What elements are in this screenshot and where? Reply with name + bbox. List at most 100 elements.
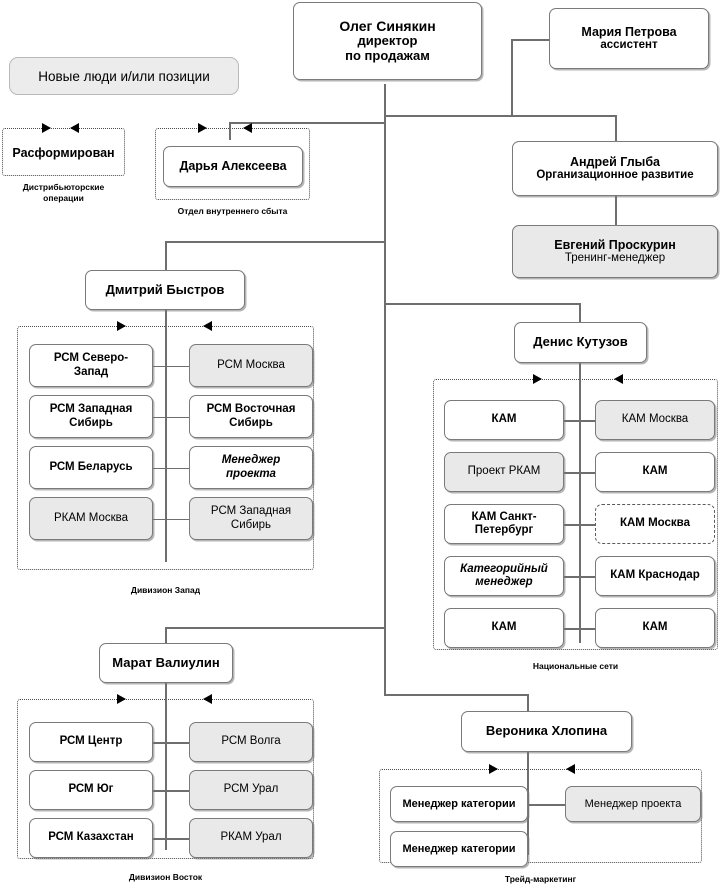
node-disbanded-label: Расформирован <box>12 145 115 160</box>
connector-east-spine <box>165 683 167 850</box>
national-left-box-1[interactable]: КАМ <box>444 400 564 440</box>
node-ceo-title-line1: директор <box>357 33 418 49</box>
connector-west-drop <box>165 241 167 270</box>
west-left-box-1[interactable]: РСМ Северо-Запад <box>29 344 153 387</box>
connector-internal-sales-drop <box>229 122 231 140</box>
national-right-box-5[interactable]: КАМ <box>595 608 715 648</box>
group-internal-sales-arrow-out-icon <box>243 123 252 133</box>
national-right-box-3[interactable]: КАМ Москва <box>595 504 715 544</box>
west-right-box-1-label: РСМ Москва <box>217 358 285 371</box>
east-right-box-2-label: РСМ Урал <box>223 783 279 796</box>
west-left-box-1-label: Запад <box>73 365 109 378</box>
node-national-head[interactable]: Денис Кутузов <box>514 322 647 363</box>
east-left-box-3-connector <box>153 838 165 840</box>
group-east-arrow-out-icon <box>203 694 212 704</box>
connector-national-drop <box>579 303 581 323</box>
west-left-box-1-label: РСМ Северо- <box>53 352 129 365</box>
node-internal-sales-manager[interactable]: Дарья Алексеева <box>163 146 303 187</box>
east-right-box-1-connector <box>165 742 189 744</box>
national-left-box-3[interactable]: КАМ Санкт-Петербург <box>444 504 564 544</box>
group-distribution-label: Дистрибьюторские операции <box>2 182 125 203</box>
group-east-arrow-in-icon <box>117 694 126 704</box>
node-west-head[interactable]: Дмитрий Быстров <box>85 270 245 310</box>
west-right-box-1[interactable]: РСМ Москва <box>189 344 313 387</box>
trade-right-box-1[interactable]: Менеджер проекта <box>565 786 701 822</box>
national-right-box-1-connector <box>579 420 595 422</box>
group-distribution-label-line2: операции <box>43 192 84 203</box>
group-trade-label: Трейд-маркетинг <box>504 874 577 884</box>
national-right-box-5-connector <box>579 628 595 630</box>
national-left-box-5[interactable]: КАМ <box>444 608 564 648</box>
group-trade-arrow-in-icon <box>489 764 498 774</box>
node-assistant[interactable]: Мария Петрова ассистент <box>549 8 709 69</box>
node-trade-head[interactable]: Вероника Хлопина <box>461 711 632 752</box>
connector-east-drop <box>165 627 167 654</box>
east-right-box-2[interactable]: РСМ Урал <box>189 770 313 810</box>
west-right-box-4-connector <box>165 518 189 521</box>
east-left-box-3-label: РСМ Казахстан <box>48 831 134 844</box>
national-left-box-1-connector <box>564 420 579 422</box>
national-right-box-1[interactable]: КАМ Москва <box>595 400 715 440</box>
east-right-box-3-label: РКАМ Урал <box>220 831 282 844</box>
east-left-box-1-connector <box>153 742 165 744</box>
east-right-box-1[interactable]: РСМ Волга <box>189 722 313 762</box>
national-left-box-2[interactable]: Проект РКАМ <box>444 452 564 492</box>
west-right-box-3-label: проекта <box>226 467 276 480</box>
trade-right-box-1-connector <box>527 804 565 806</box>
group-distribution-arrow-out-icon <box>70 123 79 133</box>
node-east-head[interactable]: Марат Валиулин <box>99 643 233 683</box>
east-left-box-1[interactable]: РСМ Центр <box>29 722 153 762</box>
node-disbanded[interactable]: Расформирован <box>2 134 125 172</box>
west-left-box-2-connector <box>153 416 165 419</box>
node-training-manager-title: Тренинг-менеджер <box>564 252 666 265</box>
national-left-box-1-label: КАМ <box>491 413 517 426</box>
node-ceo[interactable]: Олег Синякин директор по продажам <box>293 2 482 80</box>
west-left-box-3[interactable]: РСМ Беларусь <box>29 446 153 489</box>
national-right-box-5-label: КАМ <box>642 621 668 634</box>
node-training-manager[interactable]: Евгений Проскурин Тренинг-менеджер <box>512 225 718 278</box>
group-east-label: Дивизион Восток <box>128 872 203 882</box>
national-left-box-5-connector <box>564 628 579 630</box>
connector-to-east <box>165 627 385 629</box>
node-org-development-name: Андрей Глыба <box>569 154 660 169</box>
east-left-box-2-connector <box>153 790 165 792</box>
connector-west-spine <box>165 310 167 562</box>
national-left-box-4-connector <box>564 576 579 578</box>
node-org-development-title: Организационное развитие <box>536 169 694 182</box>
connector-to-trade <box>384 694 528 696</box>
node-training-manager-name: Евгений Проскурин <box>554 237 676 252</box>
trade-left-box-1[interactable]: Менеджер категории <box>390 786 528 822</box>
west-left-box-4[interactable]: РКАМ Москва <box>29 497 153 540</box>
group-west-label: Дивизион Запад <box>130 585 201 595</box>
national-right-box-1-label: КАМ Москва <box>621 413 689 426</box>
trade-left-box-2[interactable]: Менеджер категории <box>390 831 528 867</box>
national-right-box-4-label: КАМ Краснодар <box>610 569 700 582</box>
national-right-box-3-label: КАМ Москва <box>619 517 691 530</box>
connector-trade-drop <box>527 694 529 711</box>
west-left-box-3-connector <box>153 467 165 470</box>
connector-assistant-stub <box>511 39 549 41</box>
legend-label: Новые люди и/или позиции <box>38 68 210 84</box>
west-left-box-4-connector <box>153 518 165 521</box>
node-internal-sales-manager-name: Дарья Алексеева <box>179 159 287 174</box>
west-right-box-1-connector <box>165 365 189 368</box>
connector-to-west <box>165 241 385 243</box>
group-internal-sales-label: Отдел внутреннего сбыта <box>177 206 288 216</box>
east-right-box-3[interactable]: РКАМ Урал <box>189 818 313 858</box>
group-distribution-arrow-in-icon <box>42 123 51 133</box>
connector-root-right <box>384 115 616 117</box>
node-org-development[interactable]: Андрей Глыба Организационное развитие <box>512 141 718 196</box>
west-left-box-4-label: РКАМ Москва <box>53 511 129 524</box>
national-right-box-4[interactable]: КАМ Краснодар <box>595 556 715 596</box>
east-left-box-2[interactable]: РСМ Юг <box>29 770 153 810</box>
group-west-arrow-in-icon <box>117 321 126 331</box>
west-left-box-2-label: Сибирь <box>69 416 113 429</box>
node-east-head-name: Марат Валиулин <box>112 654 220 670</box>
east-left-box-3[interactable]: РСМ Казахстан <box>29 818 153 858</box>
national-right-box-2[interactable]: КАМ <box>595 452 715 492</box>
